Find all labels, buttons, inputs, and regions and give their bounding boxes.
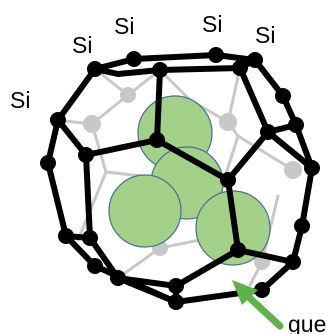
front-atom [110, 270, 126, 286]
guest-arrow [232, 280, 284, 330]
front-atom [285, 254, 301, 270]
front-atom [168, 294, 184, 310]
front-atom [232, 60, 248, 76]
guest-label: gue [288, 311, 326, 334]
front-bond [225, 129, 271, 183]
front-bond [131, 52, 219, 62]
back-atom [120, 87, 136, 103]
front-bond [115, 275, 179, 289]
front-atom [50, 112, 66, 128]
front-atom [275, 88, 291, 104]
front-atom [82, 230, 98, 246]
front-bond [55, 66, 98, 123]
front-atoms [40, 47, 320, 310]
front-atom [87, 61, 103, 77]
front-atom [220, 172, 236, 188]
back-bond [226, 66, 242, 124]
back-bond [236, 134, 295, 172]
front-atom [168, 278, 184, 294]
front-bond [225, 177, 241, 253]
front-atom [149, 132, 165, 148]
front-atom [87, 258, 103, 274]
front-atom [78, 147, 94, 163]
front-atom [254, 282, 270, 298]
si-label: Si [114, 13, 134, 39]
front-bond [157, 65, 243, 73]
guest-sphere [108, 174, 182, 248]
front-bond [265, 129, 315, 171]
front-atom [126, 51, 142, 67]
front-atom [288, 117, 304, 133]
si-label: Si [72, 32, 92, 58]
front-atom [152, 62, 168, 78]
back-bond [116, 246, 162, 280]
front-atom [40, 155, 56, 171]
guest-spheres [108, 95, 271, 266]
front-bond [173, 247, 241, 289]
front-bond [45, 160, 69, 239]
front-atom [208, 47, 224, 63]
front-atom [260, 124, 276, 140]
front-atom [58, 228, 74, 244]
front-bond [237, 65, 271, 135]
front-bond [299, 165, 315, 229]
front-bond [83, 137, 160, 158]
back-atom [284, 161, 302, 179]
si-label: Si [202, 11, 222, 37]
front-bond [154, 137, 231, 183]
front-atom [247, 52, 263, 68]
front-bond [235, 247, 296, 265]
front-atom [294, 218, 310, 234]
si-label: Si [10, 87, 30, 113]
front-atom [304, 160, 320, 176]
back-atom [219, 113, 237, 131]
front-bond [83, 152, 93, 241]
back-atoms [83, 87, 302, 270]
front-bond [154, 67, 163, 143]
si-label: Si [255, 22, 275, 48]
front-atom [230, 242, 246, 258]
back-atom [83, 115, 101, 133]
back-bond [76, 170, 108, 242]
